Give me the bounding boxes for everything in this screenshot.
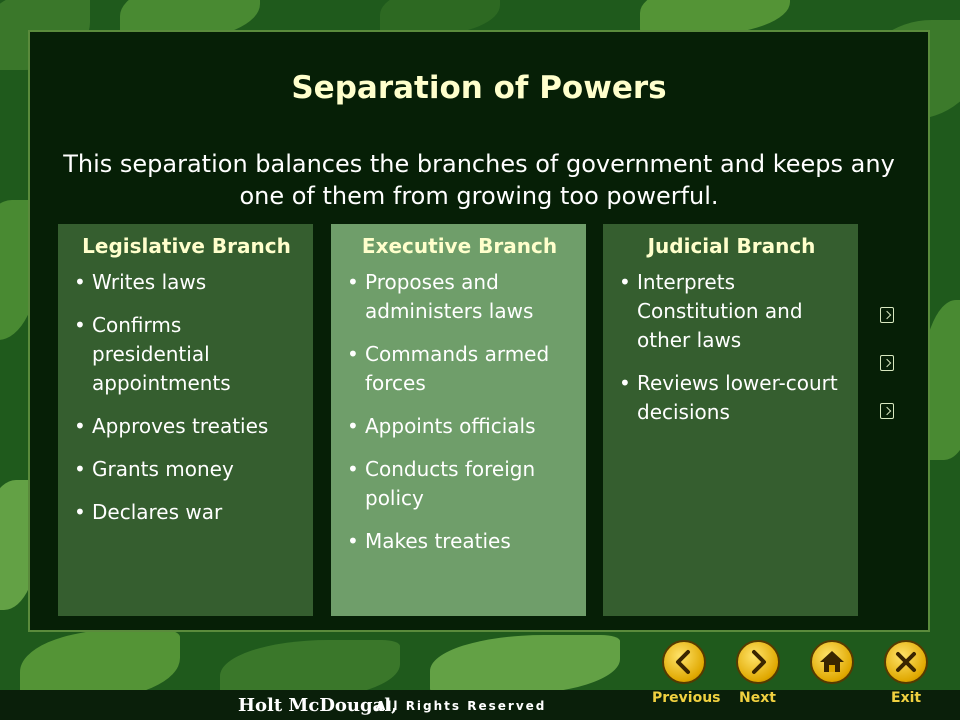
list-item: Confirms presidential appointments [70, 311, 303, 398]
bullet-list: Proposes and administers laws Commands a… [343, 268, 576, 556]
list-item: Appoints officials [343, 412, 576, 441]
leaf [430, 635, 620, 695]
side-markers [880, 307, 900, 451]
arrow-box-icon[interactable] [880, 307, 894, 323]
slide-title: Separation of Powers [291, 70, 667, 106]
list-item: Proposes and administers laws [343, 268, 576, 326]
list-item: Commands armed forces [343, 340, 576, 398]
bullet-list: Writes laws Confirms presidential appoin… [70, 268, 303, 527]
column-title: Executive Branch [361, 234, 558, 258]
next-button[interactable] [736, 640, 780, 684]
slide-panel: Separation of Powers This separation bal… [28, 30, 930, 632]
list-item: Grants money [70, 455, 303, 484]
footer-brand: Holt McDougal, [238, 695, 398, 716]
judicial-column: Judicial Branch Interprets Constitution … [603, 224, 858, 616]
chevron-right-icon [752, 650, 766, 674]
column-title: Judicial Branch [647, 234, 816, 258]
exit-button[interactable] [884, 640, 928, 684]
previous-label[interactable]: Previous [652, 690, 721, 706]
list-item: Makes treaties [343, 527, 576, 556]
column-title: Legislative Branch [82, 234, 291, 258]
list-item: Writes laws [70, 268, 303, 297]
list-item: Reviews lower-court decisions [615, 369, 848, 427]
previous-button[interactable] [662, 640, 706, 684]
next-label[interactable]: Next [739, 690, 776, 706]
close-icon [896, 652, 916, 672]
legislative-column: Legislative Branch Writes laws Confirms … [58, 224, 313, 616]
exit-label[interactable]: Exit [891, 690, 922, 706]
home-button[interactable] [810, 640, 854, 684]
footer-bar [0, 690, 960, 720]
executive-column: Executive Branch Proposes and administer… [331, 224, 586, 616]
chevron-left-icon [676, 650, 690, 674]
list-item: Approves treaties [70, 412, 303, 441]
list-item: Interprets Constitution and other laws [615, 268, 848, 355]
list-item: Declares war [70, 498, 303, 527]
arrow-box-icon[interactable] [880, 403, 894, 419]
slide-subtitle: This separation balances the branches of… [63, 150, 895, 210]
arrow-box-icon[interactable] [880, 355, 894, 371]
bullet-list: Interprets Constitution and other laws R… [615, 268, 848, 427]
list-item: Conducts foreign policy [343, 455, 576, 513]
footer-rights: All Rights Reserved [376, 699, 547, 713]
home-icon [820, 651, 844, 672]
